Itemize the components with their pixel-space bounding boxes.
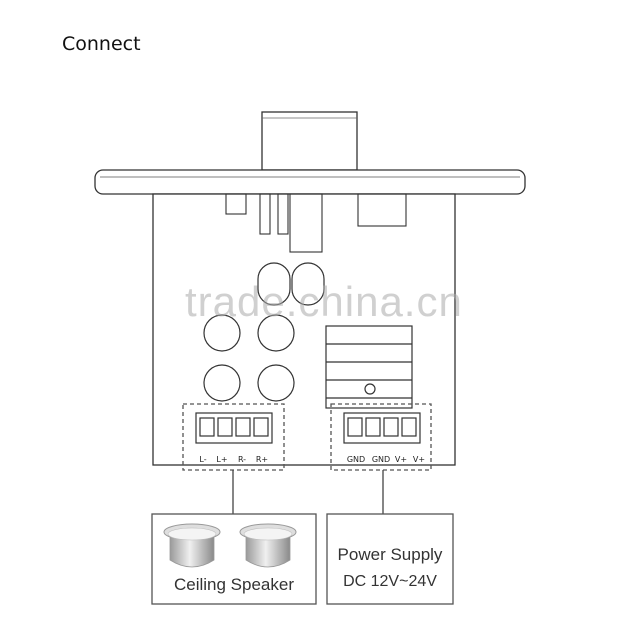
power-supply-box (326, 513, 454, 605)
diagram-title: Connect (62, 33, 141, 55)
ceiling-speaker-icon (239, 523, 297, 568)
power-terminal-outline (330, 403, 432, 471)
power-supply-title: Power Supply (337, 545, 443, 564)
capacitors (203, 262, 325, 402)
power-pin-label: V+ (395, 455, 407, 464)
speaker-label: Ceiling Speaker (173, 575, 294, 594)
ceiling-speaker-icon (163, 523, 221, 568)
speaker-pin-label: R+ (256, 455, 268, 464)
volume-knob (261, 111, 358, 171)
watermark: trade.china.cn (185, 278, 463, 325)
speaker-pin-label: R- (238, 455, 246, 464)
faceplate (94, 169, 526, 195)
power-terminal-block (343, 412, 421, 444)
power-pin-label: V+ (413, 455, 425, 464)
power-supply-range: DC 12V~24V (343, 573, 437, 590)
power-pin-label: GND (372, 455, 390, 464)
speaker-pin-label: L+ (216, 455, 227, 464)
heatsink (325, 325, 413, 409)
power-pin-label: GND (347, 455, 365, 464)
speaker-pin-label: L- (199, 455, 206, 464)
board-connectors (225, 193, 407, 253)
speaker-terminal-block (195, 412, 273, 444)
